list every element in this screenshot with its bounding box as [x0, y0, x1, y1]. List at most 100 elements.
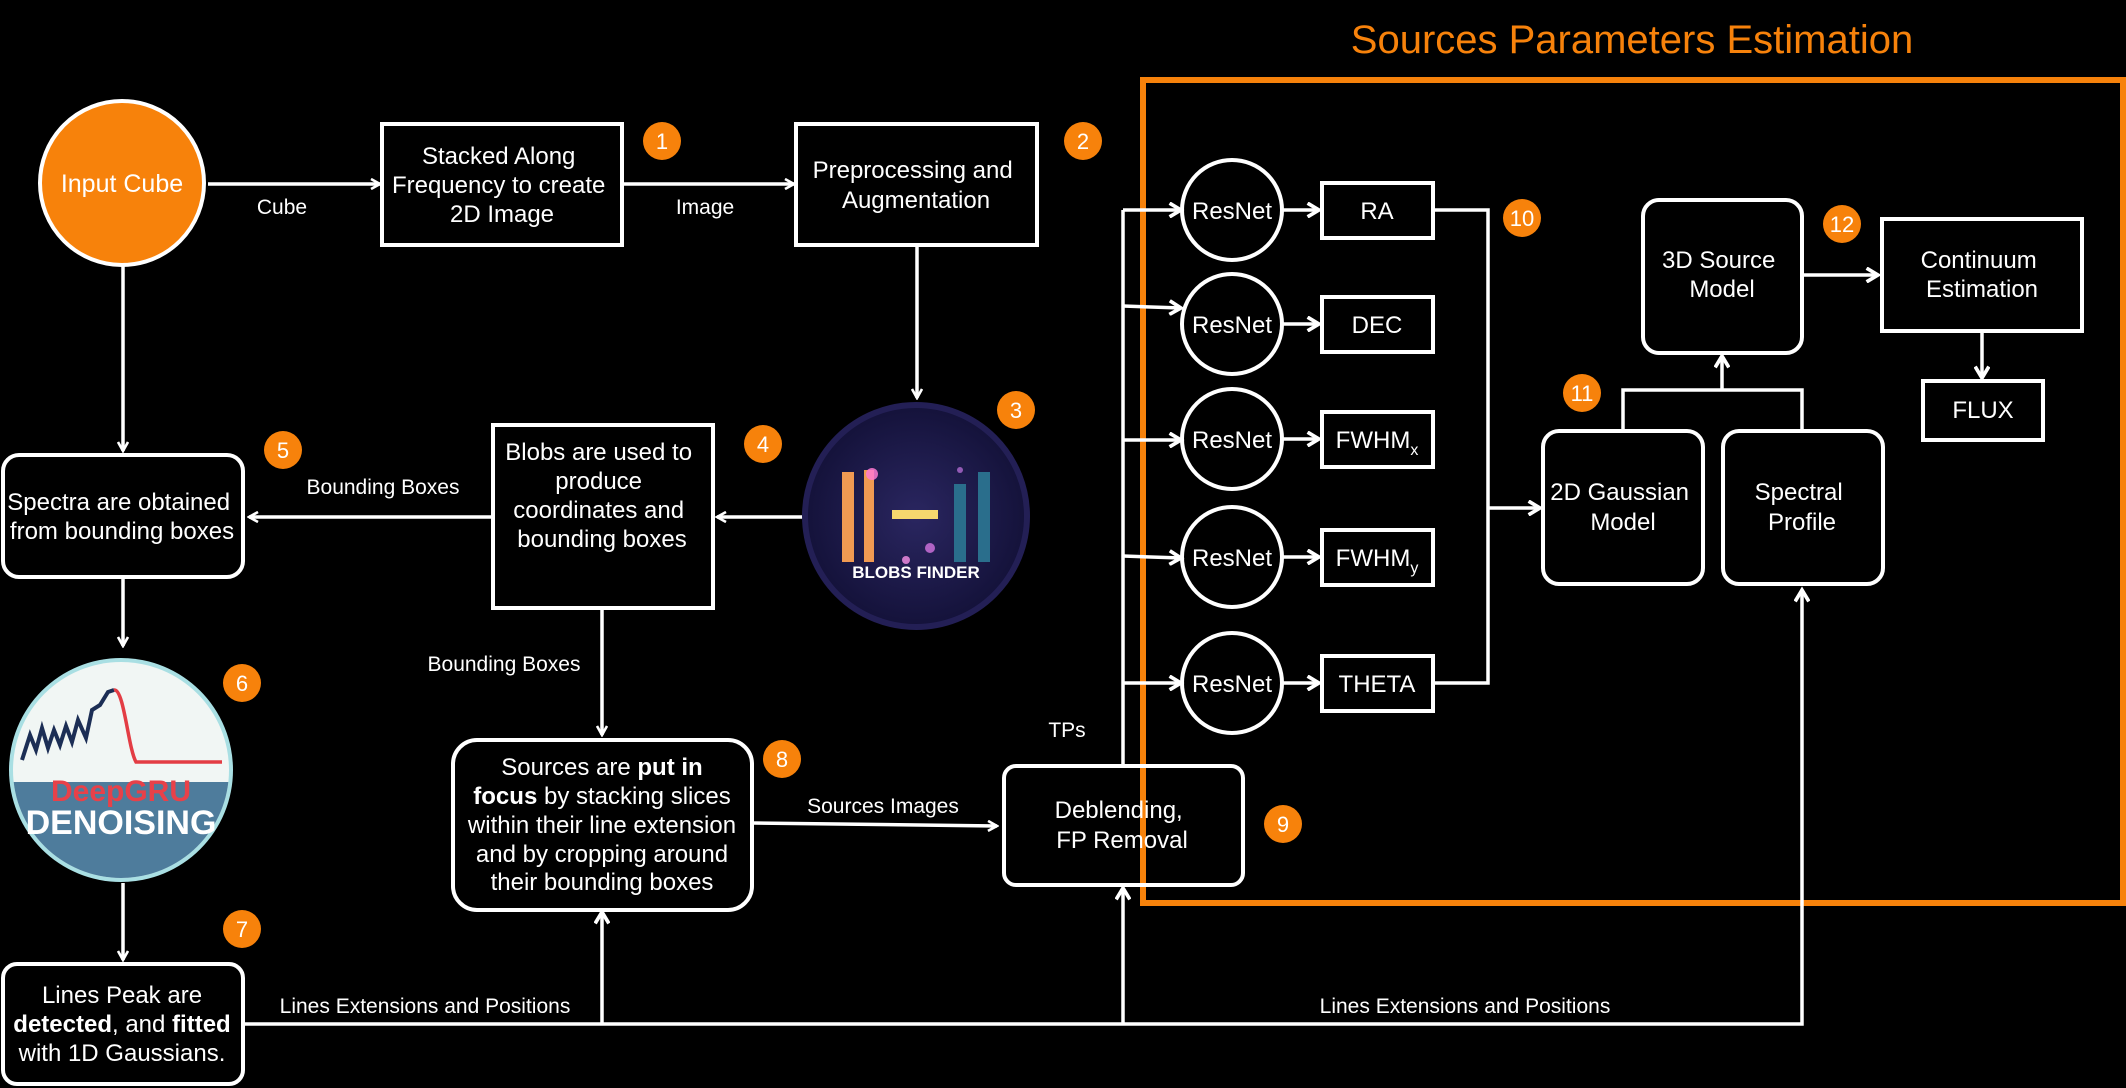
- resnet-fwhmx-label: ResNet: [1192, 427, 1272, 454]
- badge-9: 9: [1264, 805, 1302, 843]
- blobs-boxes-line-1: Blobs are used to: [505, 439, 692, 466]
- deblending-line-2: FP Removal: [1056, 827, 1188, 854]
- svg-text:7: 7: [236, 917, 248, 942]
- badge-1: 1: [643, 122, 681, 160]
- badge-3: 3: [997, 391, 1035, 429]
- sources-focus-line-4: and by cropping around: [476, 841, 728, 868]
- input-cube-label: Input Cube: [61, 170, 183, 198]
- edge-labels: Cube Image Bounding Boxes Bounding Boxes…: [257, 196, 1610, 1018]
- param-dec: DEC: [1352, 312, 1403, 339]
- spectral-profile-line-1: Spectral: [1755, 479, 1843, 506]
- param-theta: THETA: [1339, 671, 1416, 698]
- gaussian2d-line-2: Model: [1590, 509, 1655, 536]
- edge-label-tps: TPs: [1048, 719, 1085, 742]
- blobs-boxes-line-3: coordinates and: [513, 497, 684, 524]
- preprocessing-line-2: Augmentation: [842, 187, 990, 214]
- param-ra: RA: [1360, 198, 1393, 225]
- svg-text:10: 10: [1510, 206, 1534, 231]
- arrow-tps-resnet-fwhmy: [1122, 556, 1181, 558]
- badge-4: 4: [744, 425, 782, 463]
- param-fwhm-x-base: FWHM: [1336, 427, 1411, 454]
- source3d-node: 3D Source Model: [1641, 198, 1804, 355]
- blobs-finder-logo-icon: BLOBS FINDER: [802, 402, 1030, 630]
- blobs-boxes-node: Blobs are used to produce coordinates an…: [491, 423, 715, 610]
- lines-peak-node: Lines Peak are detected, and fitted with…: [1, 962, 245, 1086]
- bus-lines-extensions: [244, 590, 1802, 1026]
- input-cube-node: Input Cube: [38, 99, 206, 267]
- deepgru-denoising-logo-icon: DeepGRU DENOISING: [9, 658, 233, 882]
- svg-text:Stacked Along Frequency: Stacked Along Frequency to create 2D Ima…: [392, 143, 612, 228]
- svg-text:8: 8: [776, 747, 788, 772]
- resnet-fwhmy-label: ResNet: [1192, 545, 1272, 572]
- sources-focus-l1b: put in: [637, 754, 702, 781]
- spectra-line-1: Spectra are obtained: [7, 489, 230, 516]
- edge-label-sources-images: Sources Images: [807, 795, 959, 818]
- lines-peak-fitted: fitted: [172, 1011, 231, 1038]
- sources-focus-line-2: focus by stacking slices: [473, 783, 730, 810]
- resnet-theta-label: ResNet: [1192, 671, 1272, 698]
- blobs-boxes-line-2: produce: [555, 468, 642, 495]
- continuum-node: Continuum Estimation: [1880, 217, 2084, 333]
- svg-text:6: 6: [236, 671, 248, 696]
- sources-focus-line-5: their bounding boxes: [491, 869, 714, 896]
- svg-text:1: 1: [656, 129, 668, 154]
- deepgru-logo-top: DeepGRU: [51, 775, 191, 808]
- blobs-boxes-line-4: bounding boxes: [517, 526, 686, 553]
- deblending-node: Deblending, FP Removal: [1002, 764, 1245, 887]
- svg-text:Spectra are obtained fro: Spectra are obtained from bounding boxes: [7, 489, 237, 545]
- spectra-node: Spectra are obtained from bounding boxes: [1, 453, 245, 579]
- stacked-node: Stacked Along Frequency to create 2D Ima…: [380, 122, 624, 247]
- section-title: Sources Parameters Estimation: [1351, 18, 1913, 62]
- resnet-column: ResNet ResNet ResNet ResNet ResNet: [1180, 158, 1284, 735]
- edge-label-lines-ext-1: Lines Extensions and Positions: [280, 995, 571, 1018]
- badge-8: 8: [763, 740, 801, 778]
- badge-2: 2: [1064, 122, 1102, 160]
- svg-text:2D Gaussian Model: 2D Gaussian Model: [1550, 479, 1695, 536]
- source3d-line-2: Model: [1689, 276, 1754, 303]
- svg-text:12: 12: [1830, 212, 1854, 237]
- badge-7: 7: [223, 910, 261, 948]
- sources-focus-node: Sources are put in focus by stacking sli…: [451, 738, 754, 912]
- lines-peak-detected: detected: [13, 1011, 112, 1038]
- stacked-line-1: Stacked Along: [422, 143, 575, 170]
- sources-focus-l2a: focus: [473, 783, 537, 810]
- continuum-line-1: Continuum: [1921, 247, 2037, 274]
- section-frame: [1140, 77, 2126, 906]
- params-collector: [1433, 208, 1490, 685]
- svg-text:Preprocessing and Augmen: Preprocessing and Augmentation: [813, 157, 1020, 214]
- edge-label-bounding-boxes-2: Bounding Boxes: [428, 653, 581, 676]
- blobs-finder-logo-text: BLOBS FINDER: [852, 563, 980, 582]
- edge-label-image: Image: [676, 196, 734, 219]
- svg-text:Spectral Profile: Spectral Profile: [1755, 479, 1850, 536]
- svg-text:11: 11: [1571, 381, 1594, 406]
- arrow-tps-resnet-dec: [1122, 306, 1181, 308]
- lines-peak-line-2: detected, and fitted: [13, 1011, 230, 1038]
- connectors: [123, 184, 1982, 1026]
- svg-text:Deblending, FP Removal: Deblending, FP Removal: [1055, 797, 1190, 854]
- flux-node: FLUX: [1921, 379, 2045, 442]
- param-fwhm-y: FWHMy: [1336, 545, 1419, 577]
- svg-text:5: 5: [277, 438, 289, 463]
- edge-label-lines-ext-2: Lines Extensions and Positions: [1320, 995, 1611, 1018]
- resnet-dec-label: ResNet: [1192, 312, 1272, 339]
- deblending-line-1: Deblending,: [1055, 797, 1183, 824]
- resnet-ra-label: ResNet: [1192, 198, 1272, 225]
- source3d-line-1: 3D Source: [1662, 247, 1775, 274]
- gaussian2d-line-1: 2D Gaussian: [1550, 479, 1689, 506]
- param-fwhm-x-sub: x: [1410, 442, 1418, 459]
- sources-focus-line-1: Sources are put in: [501, 754, 702, 781]
- param-fwhm-x: FWHMx: [1336, 427, 1419, 459]
- lines-peak-line-1: Lines Peak are: [42, 982, 202, 1009]
- svg-text:Continuum Estimation: Continuum Estimation: [1921, 247, 2044, 303]
- svg-text:4: 4: [757, 432, 769, 457]
- merge-to-3d: [1621, 388, 1804, 430]
- gaussian2d-node: 2D Gaussian Model: [1541, 429, 1705, 586]
- spectra-line-2: from bounding boxes: [10, 518, 234, 545]
- svg-text:Blobs are used to produc: Blobs are used to produce coordinates an…: [505, 439, 698, 553]
- spectral-profile-line-2: Profile: [1768, 509, 1836, 536]
- edge-label-cube: Cube: [257, 196, 307, 219]
- badge-6: 6: [223, 664, 261, 702]
- lines-peak-line-3: with 1D Gaussians.: [18, 1040, 226, 1067]
- spectral-profile-node: Spectral Profile: [1721, 429, 1885, 586]
- arrow-sources-images: [753, 823, 997, 826]
